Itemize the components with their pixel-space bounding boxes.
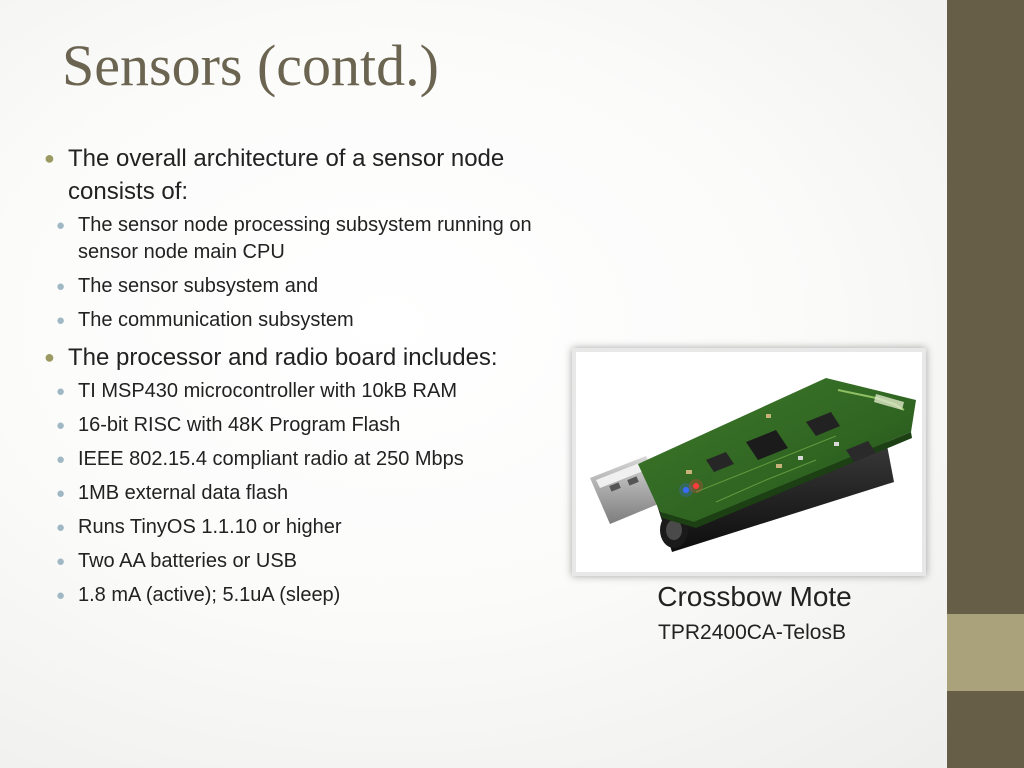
bullet-text: The overall architecture of a sensor nod… — [68, 145, 505, 205]
sub-bullet-text: The sensor node processing subsystem run… — [78, 214, 532, 263]
sub-bullet-dot-icon: ● — [56, 278, 66, 295]
sub-bullet-dot-icon: ● — [56, 485, 66, 502]
sub-bullet-list: ● TI MSP430 microcontroller with 10kB RAM… — [56, 378, 564, 609]
bullet-content: ● The overall architecture of a sensor n… — [44, 142, 564, 616]
sub-bullet-dot-icon: ● — [56, 312, 66, 329]
bullet-list: ● The overall architecture of a sensor n… — [44, 142, 564, 609]
sub-bullet-text: Two AA batteries or USB — [78, 550, 297, 572]
smd-component — [834, 442, 839, 446]
sub-bullet-dot-icon: ● — [56, 217, 66, 234]
usb-slot — [627, 476, 639, 486]
pcb-trace — [695, 435, 837, 493]
sub-bullet-text: The communication subsystem — [78, 309, 354, 331]
sub-bullet-dot-icon: ● — [56, 553, 66, 570]
sub-bullet-item: ● 1.8 mA (active); 5.1uA (sleep) — [44, 582, 564, 609]
bullet-dot-icon: ● — [44, 347, 55, 367]
bullet-text: The processor and radio board includes: — [68, 344, 498, 371]
sub-bullet-item: ● The communication subsystem — [44, 307, 564, 334]
sub-bullet-item: ● The sensor subsystem and — [44, 273, 564, 300]
bullet-item-processor-board: ● The processor and radio board includes… — [44, 341, 564, 609]
sub-bullet-dot-icon: ● — [56, 383, 66, 400]
smd-component — [766, 414, 771, 418]
sub-bullet-item: ● Runs TinyOS 1.1.10 or higher — [44, 514, 564, 541]
bullet-item-architecture: ● The overall architecture of a sensor n… — [44, 142, 564, 334]
smd-component — [686, 470, 692, 474]
sub-bullet-item: ● TI MSP430 microcontroller with 10kB RAM — [44, 378, 564, 405]
sub-bullet-text: 1MB external data flash — [78, 482, 289, 504]
sub-bullet-item: ● 1MB external data flash — [44, 480, 564, 507]
sub-bullet-text: The sensor subsystem and — [78, 275, 319, 297]
sub-bullet-text: TI MSP430 microcontroller with 10kB RAM — [78, 380, 458, 402]
battery-terminal — [666, 520, 682, 540]
smd-component — [776, 464, 782, 468]
slide-title: Sensors (contd.) — [62, 33, 439, 98]
sensor-chip — [846, 441, 876, 462]
sub-bullet-item: ● Two AA batteries or USB — [44, 548, 564, 575]
sub-bullet-dot-icon: ● — [56, 587, 66, 604]
silkscreen-label — [874, 394, 904, 410]
sub-bullet-dot-icon: ● — [56, 417, 66, 434]
sensor-mote-photo — [572, 348, 926, 576]
sub-bullet-text: IEEE 802.15.4 compliant radio at 250 Mbp… — [78, 448, 464, 470]
sub-bullet-text: 16-bit RISC with 48K Program Flash — [78, 414, 401, 436]
flash-chip — [706, 452, 734, 472]
usb-highlight — [596, 462, 646, 488]
right-decor-accent-block — [947, 614, 1024, 691]
sub-bullet-item: ● 16-bit RISC with 48K Program Flash — [44, 412, 564, 439]
usb-slot — [609, 482, 621, 492]
sub-bullet-list: ● The sensor node processing subsystem ru… — [56, 212, 564, 334]
led-blue — [683, 487, 689, 493]
figure-subcaption: TPR2400CA-TelosB — [658, 621, 846, 644]
led-red — [693, 483, 699, 489]
sub-bullet-dot-icon: ● — [56, 519, 66, 536]
pcb-trace — [715, 459, 817, 503]
sub-bullet-item: ● The sensor node processing subsystem ru… — [44, 212, 564, 266]
sensor-mote-illustration — [576, 352, 922, 572]
sub-bullet-text: 1.8 mA (active); 5.1uA (sleep) — [78, 584, 341, 606]
sub-bullet-dot-icon: ● — [56, 451, 66, 468]
figure-caption: Crossbow Mote — [657, 581, 852, 612]
led-glow — [689, 479, 703, 493]
sub-bullet-text: Runs TinyOS 1.1.10 or higher — [78, 516, 342, 538]
sub-bullet-item: ● IEEE 802.15.4 compliant radio at 250 Mb… — [44, 446, 564, 473]
smd-component — [798, 456, 803, 460]
microcontroller-chip — [746, 430, 788, 460]
radio-chip — [806, 412, 840, 436]
led-glow — [679, 483, 693, 497]
bullet-dot-icon: ● — [44, 148, 55, 168]
